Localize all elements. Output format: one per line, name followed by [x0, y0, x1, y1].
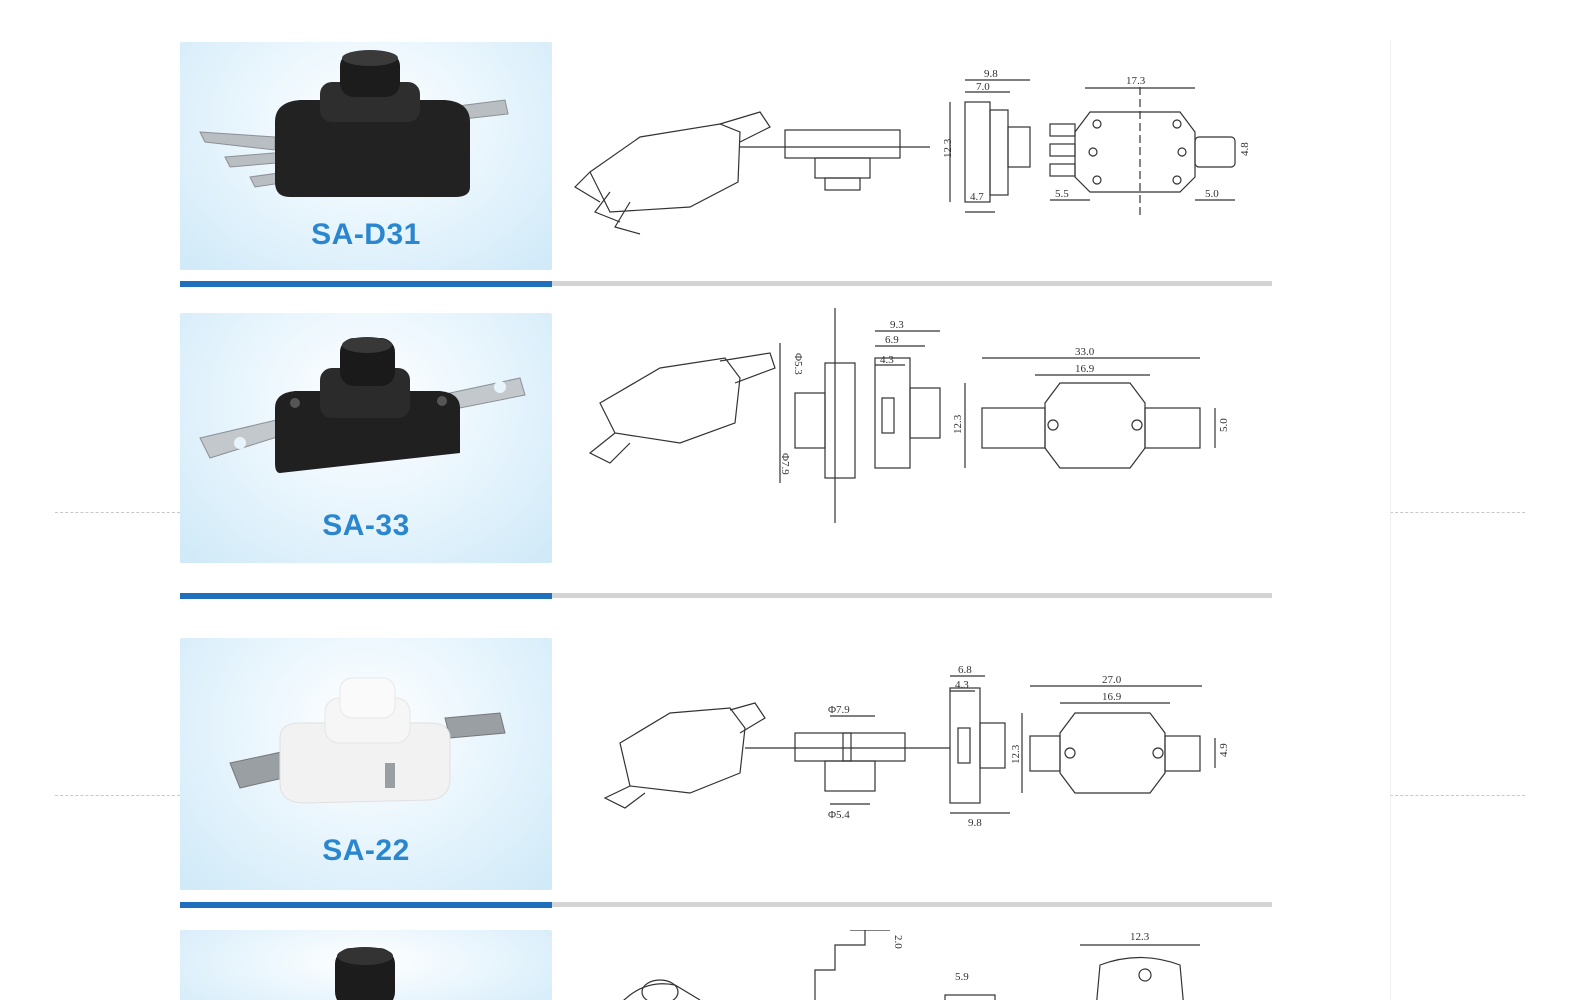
dim-label: 6.9	[885, 334, 899, 346]
product-photo	[180, 930, 552, 1000]
model-label: SA-33	[322, 509, 410, 542]
dim-label: 5.0	[1218, 418, 1230, 432]
switch-image	[199, 337, 526, 473]
dim-label: Φ7.9	[779, 453, 791, 475]
divider-bar	[552, 593, 1272, 598]
guide-line-right-2	[1390, 795, 1525, 796]
dim-label: 5.5	[1055, 188, 1069, 200]
dim-label: 5.0	[1205, 188, 1219, 200]
dim-label: 9.3	[890, 319, 904, 331]
dim-label: 16.9	[1102, 691, 1122, 703]
switch-image	[229, 677, 506, 804]
product-photo: SA-22	[180, 638, 552, 890]
dim-label: 6.8	[958, 664, 972, 676]
dim-label: 4.8	[1239, 142, 1251, 156]
guide-line-left-1	[55, 512, 180, 513]
dim-label: 12.3	[952, 414, 964, 434]
product-card-sa-33: SA-33 Φ5.3 Φ7.9 9.3 6.9 4.3	[180, 308, 1270, 563]
product-photo: SA-33	[180, 313, 552, 563]
dim-label: 7.0	[976, 81, 990, 93]
product-card-sa-d31: SA-D31 9.8 7.0 12.3 4.7	[180, 42, 1270, 272]
technical-drawing: Φ7.9 Φ5.4 6.8 4.3 9.8 27.0 16.9 12.3 4.9	[590, 658, 1280, 863]
product-card-4: 2.0 5.9 12.3	[180, 930, 1270, 1000]
dim-label: 5.9	[955, 971, 969, 983]
technical-drawing: 2.0 5.9 12.3	[570, 930, 1270, 1000]
dim-label: 33.0	[1075, 346, 1095, 358]
dim-label: 17.3	[1126, 75, 1146, 87]
divider-bar	[552, 281, 1272, 286]
accent-bar	[180, 902, 552, 908]
accent-bar	[180, 593, 552, 599]
dim-label: 4.9	[1218, 743, 1230, 757]
guide-line-right-1	[1390, 512, 1525, 513]
accent-bar	[180, 281, 552, 287]
dim-label: 27.0	[1102, 674, 1122, 686]
dim-label: Φ5.3	[792, 353, 804, 375]
dim-label: 4.7	[970, 191, 984, 203]
dim-label: 12.3	[942, 138, 954, 158]
dim-label: 4.3	[955, 679, 969, 691]
product-card-sa-22: SA-22 Φ7.9 Φ5.4 6.8 4.3 9.8	[180, 638, 1270, 890]
dim-label: 12.3	[1010, 744, 1022, 764]
product-photo: SA-D31	[180, 42, 552, 270]
dim-label: 16.9	[1075, 363, 1095, 375]
dim-label: 2.0	[892, 935, 904, 949]
switch-image	[199, 50, 509, 197]
dim-label: 12.3	[1130, 931, 1150, 943]
divider-bar	[552, 902, 1272, 907]
technical-drawing: 9.8 7.0 12.3 4.7 17.3 5.5 5.0 4.8	[570, 52, 1270, 267]
model-label: SA-22	[322, 834, 410, 867]
model-label: SA-D31	[311, 218, 421, 251]
page-edge-line	[1390, 40, 1391, 1000]
technical-drawing: Φ5.3 Φ7.9 9.3 6.9 4.3 33.0 16.9 12.3 5.0	[570, 303, 1270, 538]
dim-label: 9.8	[984, 68, 998, 80]
switch-image	[335, 947, 395, 1000]
dim-label: Φ5.4	[828, 809, 850, 821]
dim-label: 9.8	[968, 817, 982, 829]
dim-label: Φ7.9	[828, 704, 850, 716]
guide-line-left-2	[55, 795, 180, 796]
dim-label: 4.3	[880, 354, 894, 366]
